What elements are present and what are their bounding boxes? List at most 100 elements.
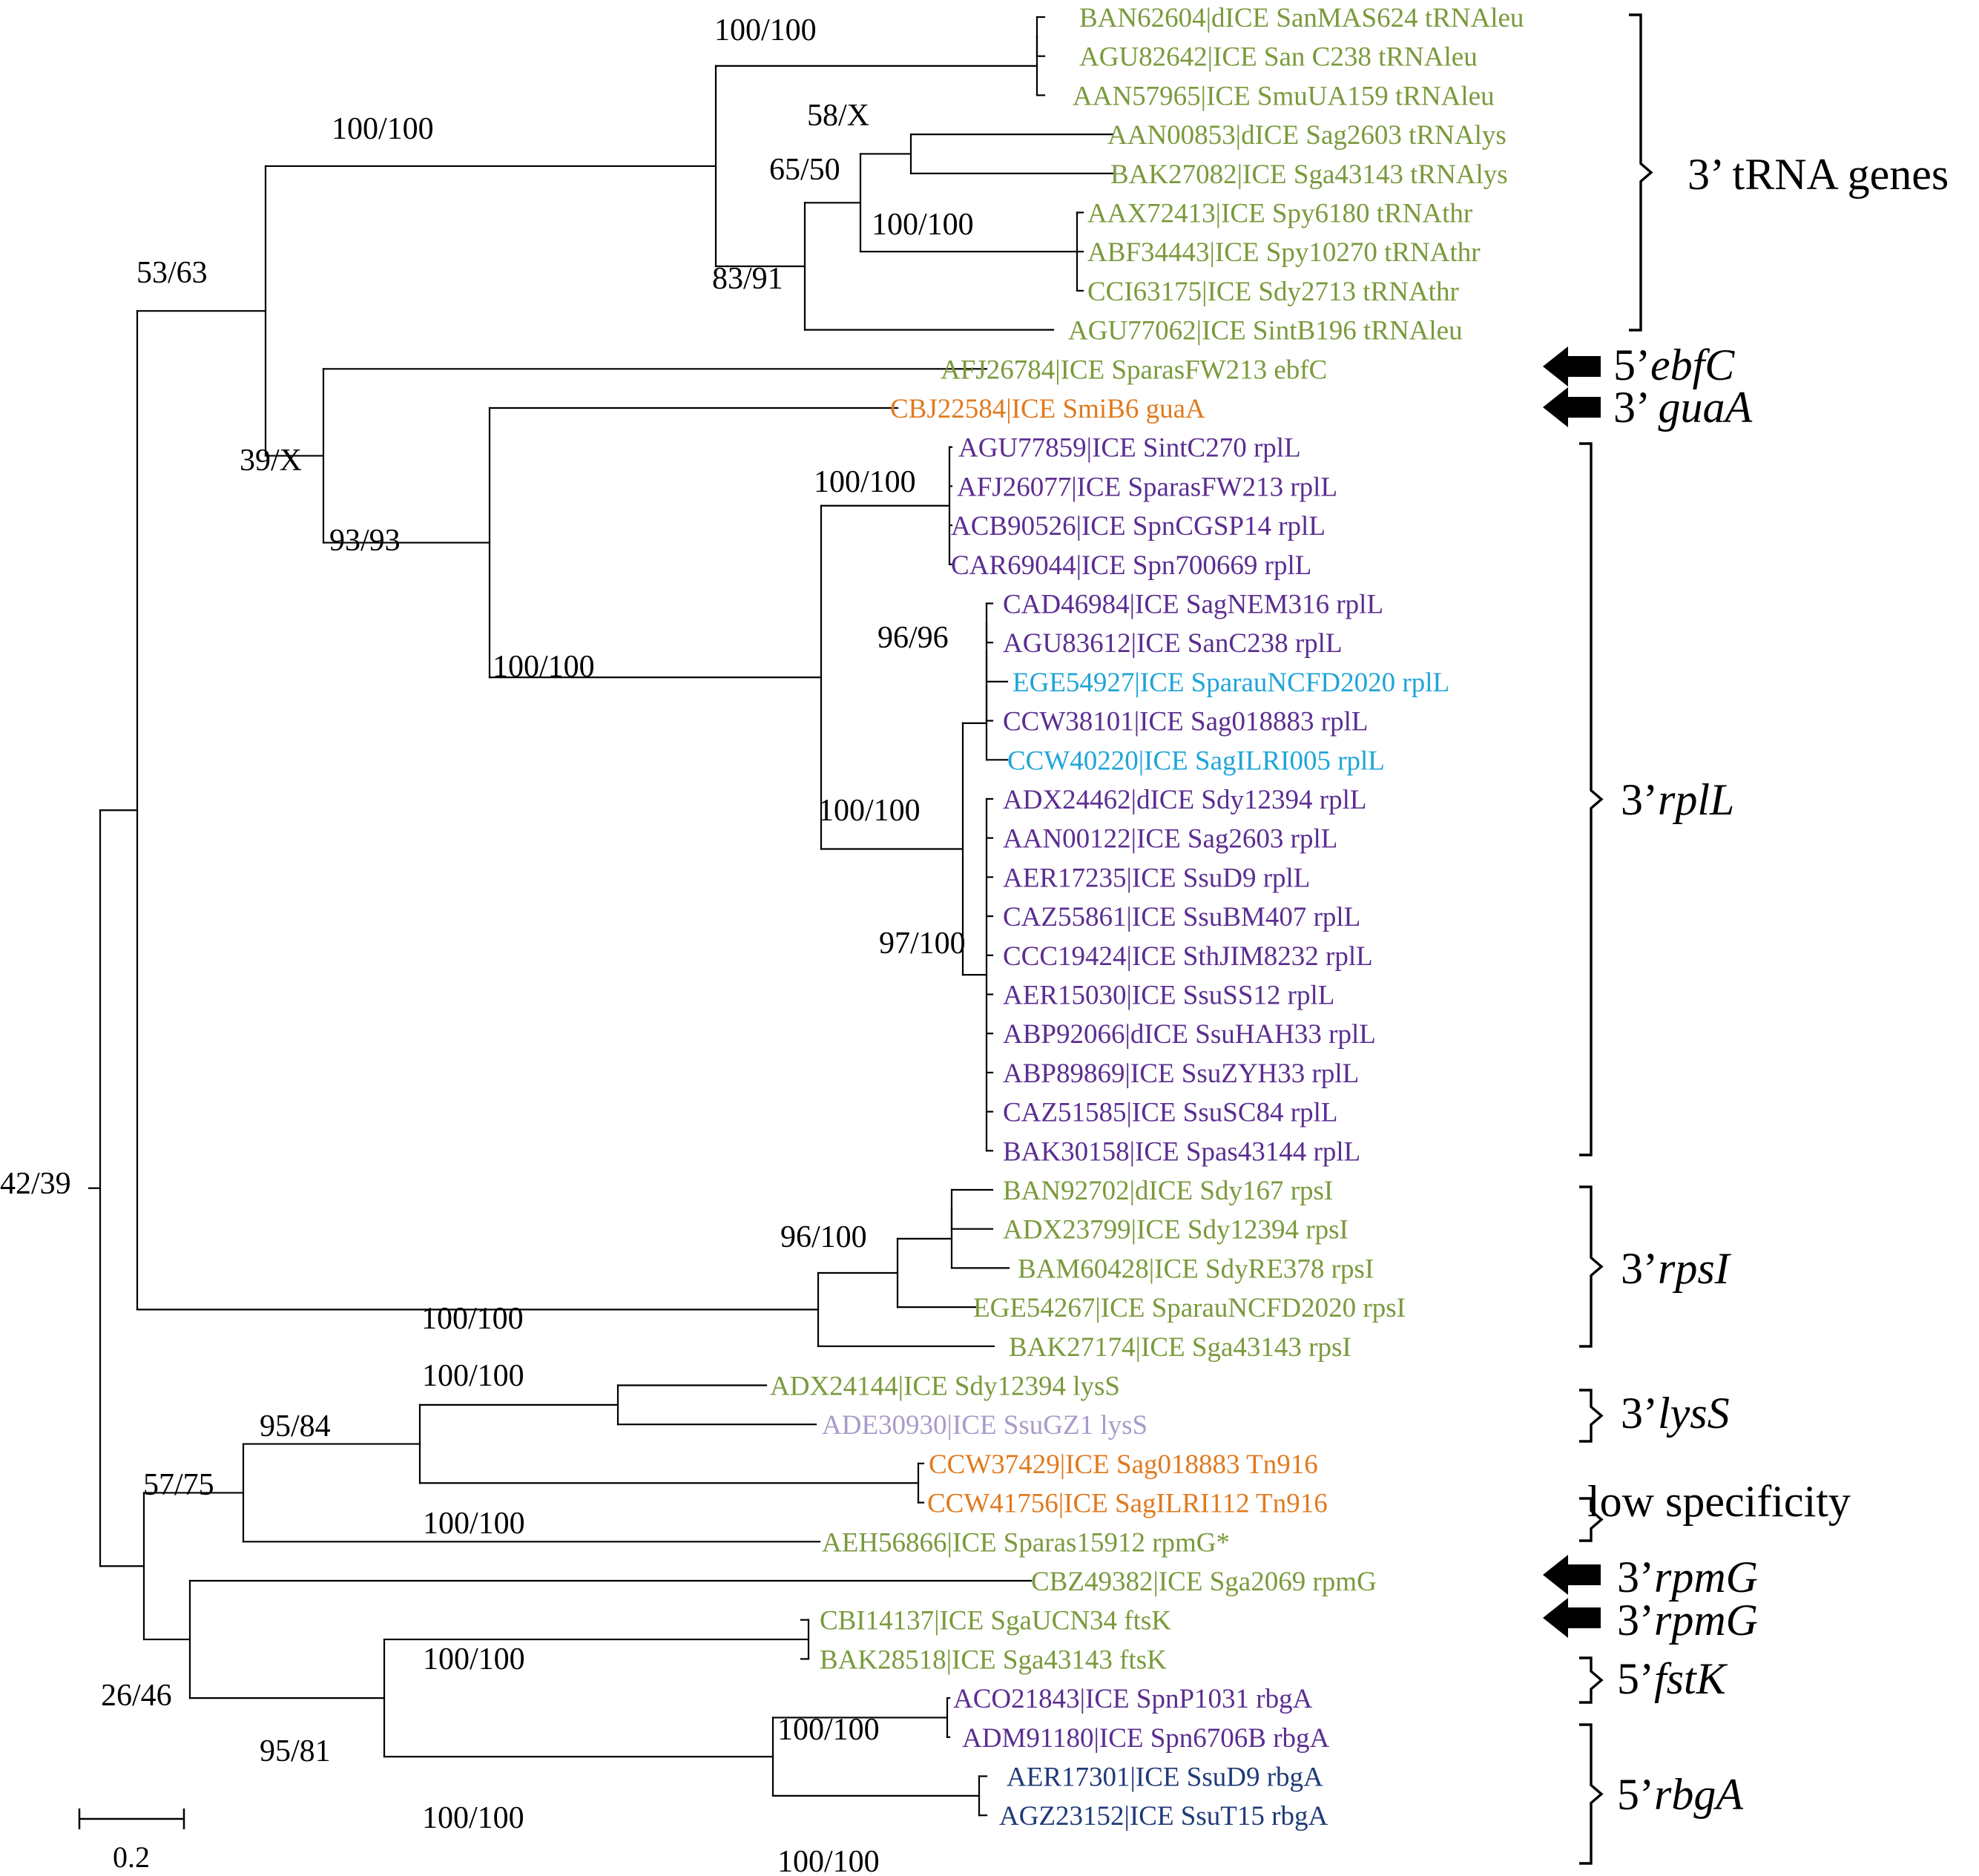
group-label: low specificity	[1587, 1477, 1851, 1526]
leaf-label: ADX23799|ICE Sdy12394 rpsI	[1003, 1215, 1349, 1245]
leaf-label: CAZ55861|ICE SsuBM407 rplL	[1003, 902, 1360, 932]
support-value: 95/84	[260, 1409, 331, 1444]
group-label-prefix: 5’	[1613, 340, 1650, 389]
group-label: 3’rpsI	[1621, 1244, 1732, 1293]
leaf-label: AGZ23152|ICE SsuT15 rbgA	[999, 1801, 1328, 1831]
support-value: 100/100	[421, 1302, 524, 1336]
leaf-label: AEH56866|ICE Sparas15912 rpmG*	[822, 1527, 1230, 1558]
leaf-label: CAD46984|ICE SagNEM316 rplL	[1003, 590, 1383, 620]
group-label-prefix: 3’	[1687, 150, 1733, 199]
support-value: 97/100	[879, 927, 966, 961]
group-label: 3’rpmG	[1617, 1596, 1758, 1645]
leaf-label: BAK27174|ICE Sga43143 rpsI	[1009, 1332, 1351, 1363]
group-bracket	[1579, 1497, 1604, 1542]
leaf-label: ACO21843|ICE SpnP1031 rbgA	[953, 1684, 1313, 1714]
support-value: 53/63	[136, 256, 208, 290]
arrow-icon	[1543, 387, 1601, 427]
group-label-gene: rpsI	[1658, 1244, 1732, 1293]
leaf-label: ABP92066|dICE SsuHAH33 rplL	[1003, 1019, 1376, 1050]
leaf-label: ADX24462|dICE Sdy12394 rplL	[1003, 785, 1366, 815]
leaf-label: CCW40220|ICE SagILRI005 rplL	[1007, 746, 1385, 776]
group-label-prefix: 3’	[1613, 383, 1659, 432]
group-label-gene: rplL	[1658, 775, 1734, 824]
support-value: 100/100	[332, 112, 434, 146]
support-value: 100/100	[872, 208, 974, 242]
support-value: 100/100	[493, 650, 595, 684]
leaf-label: CAR69044|ICE Spn700669 rplL	[951, 550, 1311, 581]
leaf-label: EGE54267|ICE SparauNCFD2020 rpsI	[973, 1293, 1406, 1323]
leaf-label: ABP89869|ICE SsuZYH33 rplL	[1003, 1059, 1359, 1089]
support-value: 26/46	[101, 1679, 172, 1713]
leaf-label: AAN00853|dICE Sag2603 tRNAlys	[1107, 120, 1507, 151]
support-value: 58/X	[807, 99, 869, 133]
leaf-label: AAX72413|ICE Spy6180 tRNAthr	[1087, 199, 1472, 229]
scale-bar: 0.2	[78, 1808, 185, 1874]
group-label-prefix: 3’	[1617, 1553, 1654, 1602]
leaf-label: BAK27082|ICE Sga43143 tRNAlys	[1110, 159, 1508, 190]
tree-branches	[88, 16, 1114, 1817]
support-value: 100/100	[777, 1845, 880, 1876]
group-label: 5’ebfC	[1613, 340, 1735, 389]
leaf-label: ABF34443|ICE Spy10270 tRNAthr	[1087, 237, 1481, 268]
leaf-label: CBZ49382|ICE Sga2069 rpmG	[1031, 1567, 1377, 1597]
group-label-gene: ebfC	[1650, 340, 1735, 389]
group-bracket	[1579, 1656, 1604, 1704]
support-value: 100/100	[818, 794, 921, 828]
leaf-label: ADM91180|ICE Spn6706B rbgA	[962, 1723, 1330, 1754]
leaf-label: CCC19424|ICE SthJIM8232 rplL	[1003, 941, 1373, 972]
group-label-gene: tRNA genes	[1733, 150, 1949, 199]
leaf-label: BAN62604|dICE SanMAS624 tRNAleu	[1079, 3, 1524, 33]
leaf-label: BAM60428|ICE SdyRE378 rpsI	[1018, 1254, 1374, 1284]
support-value: 100/100	[714, 13, 817, 47]
support-value: 83/91	[712, 262, 783, 296]
leaf-label: AGU82642|ICE San C238 tRNAleu	[1079, 42, 1478, 73]
leaf-label: BAK28518|ICE Sga43143 ftsK	[820, 1645, 1167, 1675]
leaf-label: AFJ26784|ICE SparasFW213 ebfC	[941, 355, 1327, 385]
support-value: 100/100	[814, 465, 916, 499]
group-label-prefix: 3’	[1621, 1389, 1658, 1438]
leaf-label: CBI14137|ICE SgaUCN34 ftsK	[820, 1606, 1171, 1636]
group-bracket	[1629, 13, 1653, 332]
support-value: 96/96	[877, 621, 949, 655]
group-label-prefix: 5’	[1617, 1770, 1654, 1819]
group-arrows	[1543, 346, 1601, 1638]
leaf-label: CCW41756|ICE SagILRI112 Tn916	[927, 1489, 1328, 1519]
group-label-gene: fstK	[1654, 1654, 1728, 1703]
leaf-label: BAK30158|ICE Spas43144 rplL	[1003, 1136, 1360, 1167]
group-label: 3’rplL	[1621, 775, 1734, 824]
leaf-label: CBJ22584|ICE SmiB6 guaA	[890, 394, 1205, 424]
group-bracket	[1579, 1389, 1604, 1443]
group-label-prefix: 5’	[1617, 1654, 1654, 1703]
leaf-label: ADE30930|ICE SsuGZ1 lysS	[822, 1410, 1147, 1441]
group-bracket	[1579, 1185, 1604, 1348]
leaf-label: CCW38101|ICE Sag018883 rplL	[1003, 707, 1369, 737]
leaf-label: ACB90526|ICE SpnCGSP14 rplL	[951, 511, 1326, 542]
arrow-icon	[1543, 346, 1601, 386]
group-label: 3’ guaA	[1613, 383, 1753, 432]
support-value: 57/75	[143, 1468, 214, 1502]
leaf-labels: BAN62604|dICE SanMAS624 tRNAleuAGU82642|…	[770, 3, 1524, 1831]
group-label-prefix: 3’	[1621, 775, 1658, 824]
support-value: 39/X	[240, 444, 302, 478]
leaf-label: AER17301|ICE SsuD9 rbgA	[1007, 1763, 1323, 1793]
group-label: 3’rpmG	[1617, 1553, 1758, 1602]
leaf-label: AGU83612|ICE SanC238 rplL	[1003, 628, 1343, 659]
group-brackets	[1579, 13, 1653, 1865]
group-label: 3’lysS	[1621, 1389, 1730, 1438]
support-value: 95/81	[260, 1734, 331, 1768]
leaf-label: AAN00122|ICE Sag2603 rplL	[1003, 824, 1337, 855]
leaf-label: AER15030|ICE SsuSS12 rplL	[1003, 981, 1334, 1011]
leaf-label: CCW37429|ICE Sag018883 Tn916	[929, 1449, 1318, 1480]
group-label-prefix: 3’	[1617, 1596, 1654, 1645]
support-value: 100/100	[777, 1713, 880, 1747]
scale-bar-label: 0.2	[113, 1840, 150, 1874]
arrow-icon	[1543, 1555, 1601, 1595]
group-label-gene: guaA	[1659, 383, 1753, 432]
group-label: 5’fstK	[1617, 1654, 1728, 1703]
leaf-label: CCI63175|ICE Sdy2713 tRNAthr	[1087, 277, 1459, 307]
leaf-label: AER17235|ICE SsuD9 rplL	[1003, 863, 1310, 893]
leaf-label: AFJ26077|ICE SparasFW213 rplL	[957, 472, 1337, 502]
leaf-label: CAZ51585|ICE SsuSC84 rplL	[1003, 1098, 1337, 1128]
